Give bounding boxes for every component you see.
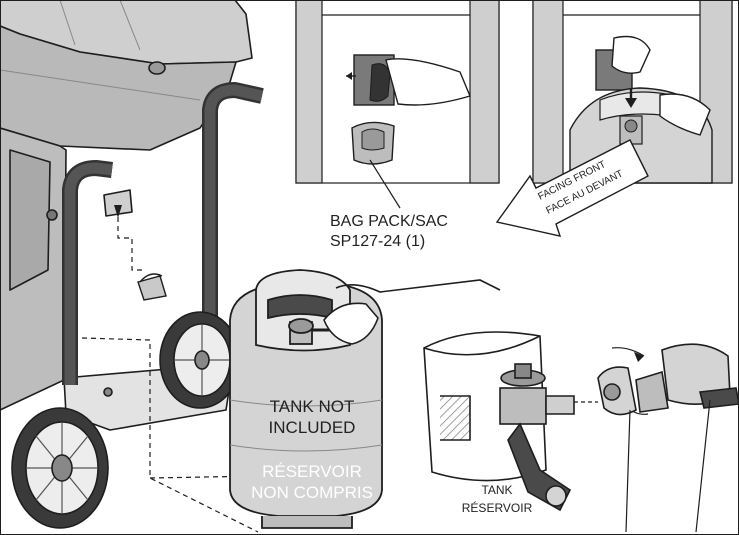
cart-wheel-right (159, 311, 241, 409)
hand-arm (335, 279, 501, 293)
tank-label-line1: TANK (481, 483, 512, 497)
regulator-hose (597, 343, 739, 416)
reservoir-label-line2: NON COMPRIS (251, 483, 373, 502)
install-arrow-up (114, 205, 122, 218)
callout-leader-1 (625, 409, 631, 533)
tank-not-label-line1: TANK NOT (270, 397, 355, 416)
tank-collar-valve (423, 331, 575, 512)
bag-pack-label-line2: SP127-24 (1) (330, 233, 425, 250)
callout-leader-2 (695, 399, 711, 533)
cart-wheel-left (11, 407, 109, 529)
bag-pack-leader (369, 159, 401, 209)
install-path-dashed (117, 208, 142, 271)
hand (323, 302, 379, 345)
reservoir-label-line1: RÉSERVOIR (262, 462, 362, 481)
rotation-arrowheads (626, 352, 644, 408)
grill-cart (0, 0, 264, 431)
bag-pack-label-line1: BAG PACK/SAC (330, 213, 448, 230)
inset-panel-remove-clip (295, 0, 500, 184)
inset-panel-attach-tank (532, 0, 733, 184)
bag-pack-clip-small (137, 273, 167, 301)
tank-label-line2: RÉSERVOIR (462, 500, 533, 515)
facing-front-arrow: FACING FRONT FACE AU DEVANT (495, 139, 649, 237)
tank-not-label-line2: INCLUDED (269, 418, 356, 437)
